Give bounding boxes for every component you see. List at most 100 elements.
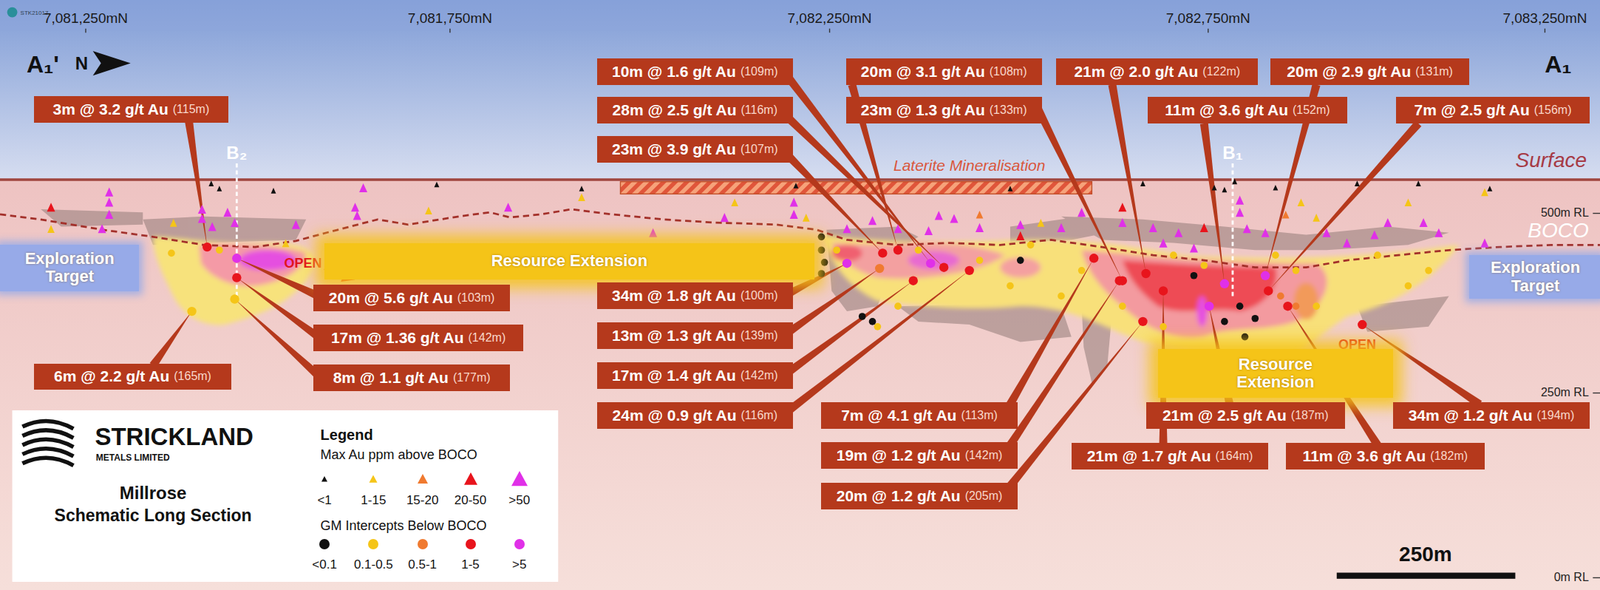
assay-triangle bbox=[208, 221, 217, 231]
intercept-callout: 20m @ 2.9 g/t Au(131m) bbox=[1270, 58, 1470, 85]
assay-triangle bbox=[1174, 228, 1183, 238]
zone-label: Resource Extension bbox=[491, 252, 649, 271]
intercept-callout: 6m @ 2.2 g/t Au(165m) bbox=[33, 363, 233, 391]
intercept-callout: 7m @ 4.1 g/t Au(113m) bbox=[821, 402, 1017, 429]
intercept-grade: 23m @ 1.3 g/t Au bbox=[860, 101, 986, 119]
intercept-grade: 13m @ 1.3 g/t Au bbox=[611, 326, 737, 345]
intercept-dot bbox=[926, 258, 935, 268]
legend-dot bbox=[314, 534, 335, 554]
intercept-callout: 34m @ 1.8 g/t Au(100m) bbox=[597, 282, 793, 309]
intercept-depth: (142m) bbox=[468, 331, 507, 345]
assay-triangle bbox=[868, 215, 877, 225]
intercept-callout: 3m @ 3.2 g/t Au(115m) bbox=[33, 96, 230, 123]
drillhole-label: B₁ bbox=[1222, 142, 1243, 164]
assay-triangle bbox=[790, 209, 799, 219]
assay-triangle bbox=[1118, 218, 1127, 227]
legend-triangle bbox=[363, 469, 383, 489]
legend-dot-shape bbox=[319, 538, 330, 550]
legend-dot-shape bbox=[417, 538, 428, 550]
leader-line bbox=[184, 119, 207, 247]
assay-dot bbox=[832, 246, 841, 254]
intercept-dot bbox=[229, 294, 239, 304]
zone-mid bbox=[1081, 249, 1328, 338]
assay-dot bbox=[1424, 266, 1433, 275]
legend-dot-shape bbox=[514, 538, 525, 550]
leader-line bbox=[785, 270, 970, 415]
intercept-depth: (205m) bbox=[965, 489, 1003, 503]
assay-dot bbox=[1118, 302, 1127, 310]
intercept-grade: 23m @ 3.9 g/t Au bbox=[611, 140, 737, 159]
intercept-grade: 20m @ 1.2 g/t Au bbox=[836, 487, 961, 505]
assay-dot bbox=[818, 269, 826, 278]
intercept-callout: 17m @ 1.36 g/t Au(142m) bbox=[313, 324, 524, 352]
intercept-dot bbox=[939, 263, 949, 272]
intercept-callout: 34m @ 1.2 g/t Au(194m) bbox=[1393, 402, 1590, 429]
exploration-target: Exploration Target bbox=[1469, 254, 1600, 299]
assay-triangle bbox=[1149, 223, 1158, 233]
section-end-label: A₁ bbox=[1544, 50, 1572, 79]
assay-dot bbox=[1057, 292, 1065, 301]
zone-mid bbox=[1294, 282, 1319, 320]
legend-label: 1-5 bbox=[461, 557, 480, 573]
assay-triangle bbox=[579, 185, 585, 192]
zone-high bbox=[1197, 295, 1208, 326]
assay-dot bbox=[821, 258, 829, 267]
zone-label: Exploration Target bbox=[1475, 258, 1596, 295]
assay-dot bbox=[1078, 266, 1086, 275]
assay-dot bbox=[1292, 302, 1300, 310]
intercept-dot bbox=[1114, 275, 1124, 285]
assay-triangle bbox=[842, 223, 851, 233]
assay-triangle bbox=[504, 202, 513, 212]
legend-label: <1 bbox=[317, 492, 332, 508]
legend-label: 0.1-0.5 bbox=[353, 557, 394, 573]
leader-line bbox=[1108, 84, 1147, 274]
legend-title: Legend bbox=[320, 426, 374, 444]
legend-label: 0.5-1 bbox=[407, 557, 437, 573]
intercept-dot bbox=[842, 258, 852, 268]
exploration-target: Exploration Target bbox=[0, 244, 139, 291]
legend-dot bbox=[509, 534, 530, 554]
axis-tick bbox=[1207, 28, 1209, 34]
assay-triangle bbox=[98, 223, 107, 233]
rl-label: 0m RL bbox=[1554, 570, 1589, 584]
legend-triangle-shape bbox=[369, 474, 378, 482]
north-arrow bbox=[93, 50, 131, 76]
axis-tick bbox=[829, 28, 830, 34]
legend-dot-shape bbox=[368, 538, 379, 550]
intercept-dot bbox=[1357, 320, 1367, 329]
intercept-depth: (182m) bbox=[1430, 449, 1468, 463]
assay-triangle bbox=[1016, 231, 1025, 241]
assay-triangle bbox=[271, 187, 277, 194]
rl-tick bbox=[1592, 392, 1600, 394]
intercept-grade: 7m @ 2.5 g/t Au bbox=[1414, 101, 1530, 119]
axis-tick bbox=[84, 28, 86, 34]
assay-dot bbox=[1271, 251, 1280, 259]
assay-triangle bbox=[1370, 229, 1379, 239]
zone-mid bbox=[831, 243, 1006, 279]
assay-triangle bbox=[1282, 210, 1290, 219]
intercept-grade: 21m @ 2.0 g/t Au bbox=[1073, 62, 1198, 81]
intercept-dot bbox=[1220, 279, 1230, 289]
assay-markers bbox=[47, 178, 1493, 341]
intercept-callout: 24m @ 0.9 g/t Au(116m) bbox=[597, 402, 793, 429]
assay-triangle bbox=[1415, 180, 1422, 187]
intercept-depth: (156m) bbox=[1534, 103, 1572, 117]
legend-dot-shape bbox=[465, 538, 476, 550]
assay-dot bbox=[1277, 292, 1285, 301]
assay-dot bbox=[914, 246, 923, 254]
intercept-dot bbox=[202, 242, 212, 252]
assay-triangle bbox=[1235, 195, 1244, 205]
assay-triangle bbox=[169, 218, 178, 227]
intercept-callout: 11m @ 3.6 g/t Au(152m) bbox=[1147, 96, 1347, 124]
leader-line bbox=[1268, 120, 1422, 291]
intercept-depth: (165m) bbox=[173, 369, 212, 383]
legend-panel bbox=[12, 410, 559, 582]
rock-unit bbox=[1061, 216, 1450, 251]
assay-triangle bbox=[730, 198, 739, 207]
legend-heading: Max Au ppm above BOCO bbox=[320, 447, 478, 463]
intercept-depth: (122m) bbox=[1202, 65, 1241, 79]
intercept-dot bbox=[186, 306, 196, 316]
